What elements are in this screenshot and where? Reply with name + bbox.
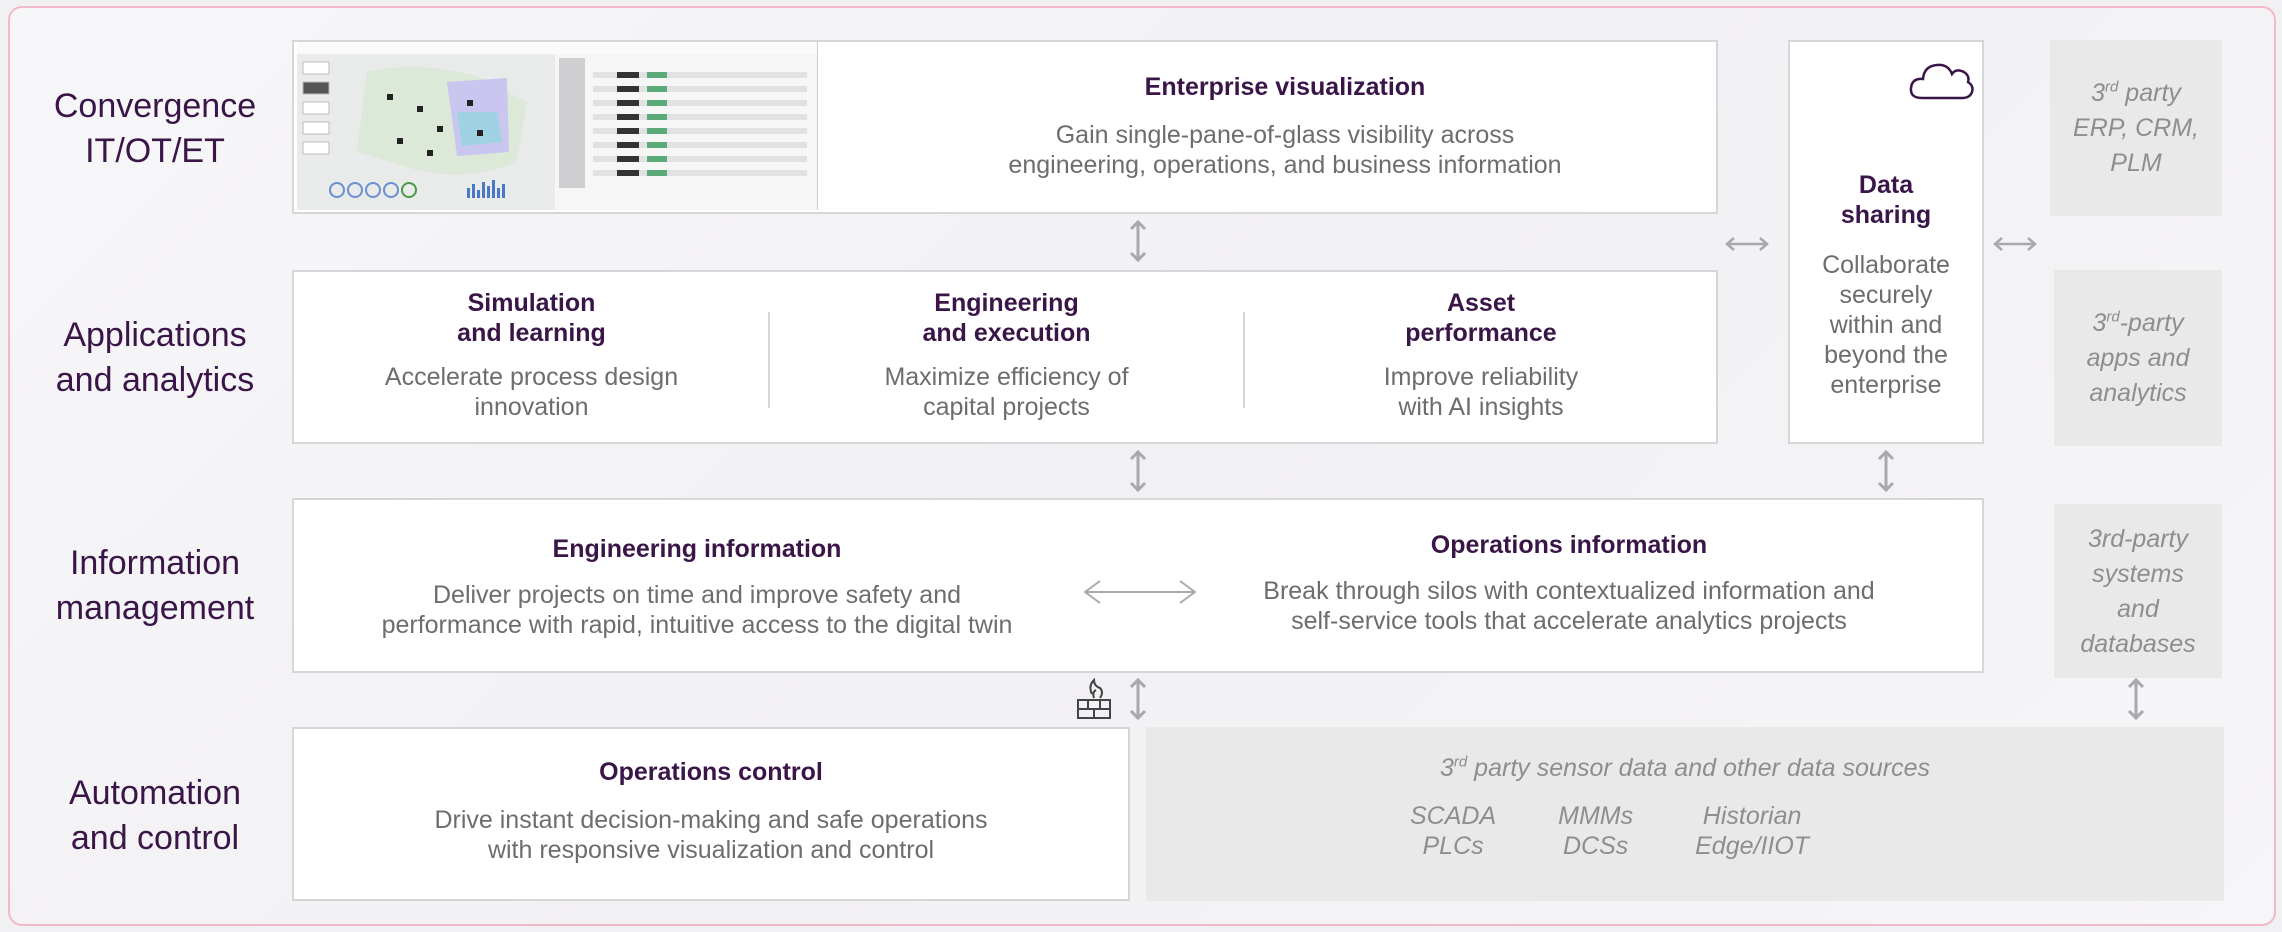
data-source-item: DCSs	[1562, 832, 1629, 860]
vertical-arrow-3	[1877, 449, 1895, 493]
app-simulation-desc: Accelerate process design innovation	[384, 363, 679, 421]
data-source-item: Historian	[1702, 802, 1802, 830]
row-label-information: Information management	[55, 544, 255, 627]
data-sharing-desc: Collaborate securely within and beyond t…	[1822, 251, 1950, 399]
third-party-apps-text: 3rd-party apps and analytics	[2086, 308, 2190, 407]
data-source-list: SCADA PLCs MMMs DCSs Historian Edge/IIOT	[1410, 801, 1809, 861]
third-party-erp-box: 3rd party ERP, CRM, PLM	[2050, 40, 2222, 216]
data-source-item: PLCs	[1422, 832, 1484, 860]
app-asset: Asset performance Improve reliability wi…	[1244, 288, 1718, 422]
operations-control-desc: Drive instant decision-making and safe o…	[434, 806, 988, 864]
vertical-arrow-1	[1129, 219, 1147, 263]
operations-control-title: Operations control	[599, 758, 823, 786]
vertical-arrow-5	[2127, 677, 2145, 721]
third-party-erp-text: 3rd party ERP, CRM, PLM	[2073, 78, 2199, 177]
third-party-systems-box: 3rd-party systems and databases	[2054, 504, 2222, 678]
data-sharing-box: Data sharing Collaborate securely within…	[1788, 40, 1984, 444]
app-engineering-title: Engineering and execution	[922, 289, 1091, 347]
app-asset-desc: Improve reliability with AI insights	[1383, 363, 1579, 421]
data-source-column: MMMs DCSs	[1558, 801, 1633, 861]
app-asset-title: Asset performance	[1405, 289, 1557, 347]
dashboard-screenshot	[297, 42, 818, 210]
data-source-item: Edge/IIOT	[1695, 832, 1810, 860]
engineering-information-desc: Deliver projects on time and improve saf…	[381, 581, 1013, 639]
vertical-arrow-2	[1129, 449, 1147, 493]
applications-box: Simulation and learning Accelerate proce…	[292, 270, 1718, 444]
third-party-sensor-title: 3rd party sensor data and other data sou…	[1439, 753, 1931, 782]
app-simulation: Simulation and learning Accelerate proce…	[294, 288, 769, 422]
row-label-applications: Applications and analytics	[55, 316, 255, 399]
cloud-icon	[1909, 63, 1974, 100]
divider	[768, 312, 770, 408]
data-source-column: SCADA PLCs	[1410, 801, 1496, 861]
operations-information-desc: Break through silos with contextualized …	[1263, 577, 1875, 635]
row-label-automation: Automation and control	[69, 774, 241, 857]
operations-control-box: Operations control Drive instant decisio…	[292, 727, 1130, 901]
enterprise-visualization-title: Enterprise visualization	[1144, 73, 1426, 101]
vertical-arrow-4	[1129, 677, 1147, 721]
enterprise-visualization-desc: Gain single-pane-of-glass visibility acr…	[1008, 121, 1562, 179]
information-management-box: Engineering information Deliver projects…	[292, 498, 1984, 673]
operations-information-title: Operations information	[1430, 531, 1708, 559]
horizontal-arrow-left	[1725, 237, 1769, 251]
third-party-sensor-box: 3rd party sensor data and other data sou…	[1146, 727, 2224, 901]
data-source-item: MMMs	[1558, 802, 1634, 830]
third-party-systems-text: 3rd-party systems and databases	[2080, 525, 2196, 658]
bidirectional-arrow	[1083, 580, 1197, 604]
row-label-convergence: Convergence IT/OT/ET	[53, 87, 257, 170]
data-sharing-title: Data sharing	[1840, 171, 1932, 229]
app-simulation-title: Simulation and learning	[457, 289, 606, 347]
divider	[1243, 312, 1245, 408]
horizontal-arrow-right	[1993, 237, 2037, 251]
third-party-apps-box: 3rd-party apps and analytics	[2054, 270, 2222, 446]
app-engineering-desc: Maximize efficiency of capital projects	[884, 363, 1129, 421]
firewall-icon	[1077, 677, 1111, 719]
data-source-item: SCADA	[1410, 802, 1497, 830]
data-source-column: Historian Edge/IIOT	[1695, 801, 1809, 861]
app-engineering: Engineering and execution Maximize effic…	[769, 288, 1244, 422]
engineering-information-title: Engineering information	[552, 535, 842, 563]
